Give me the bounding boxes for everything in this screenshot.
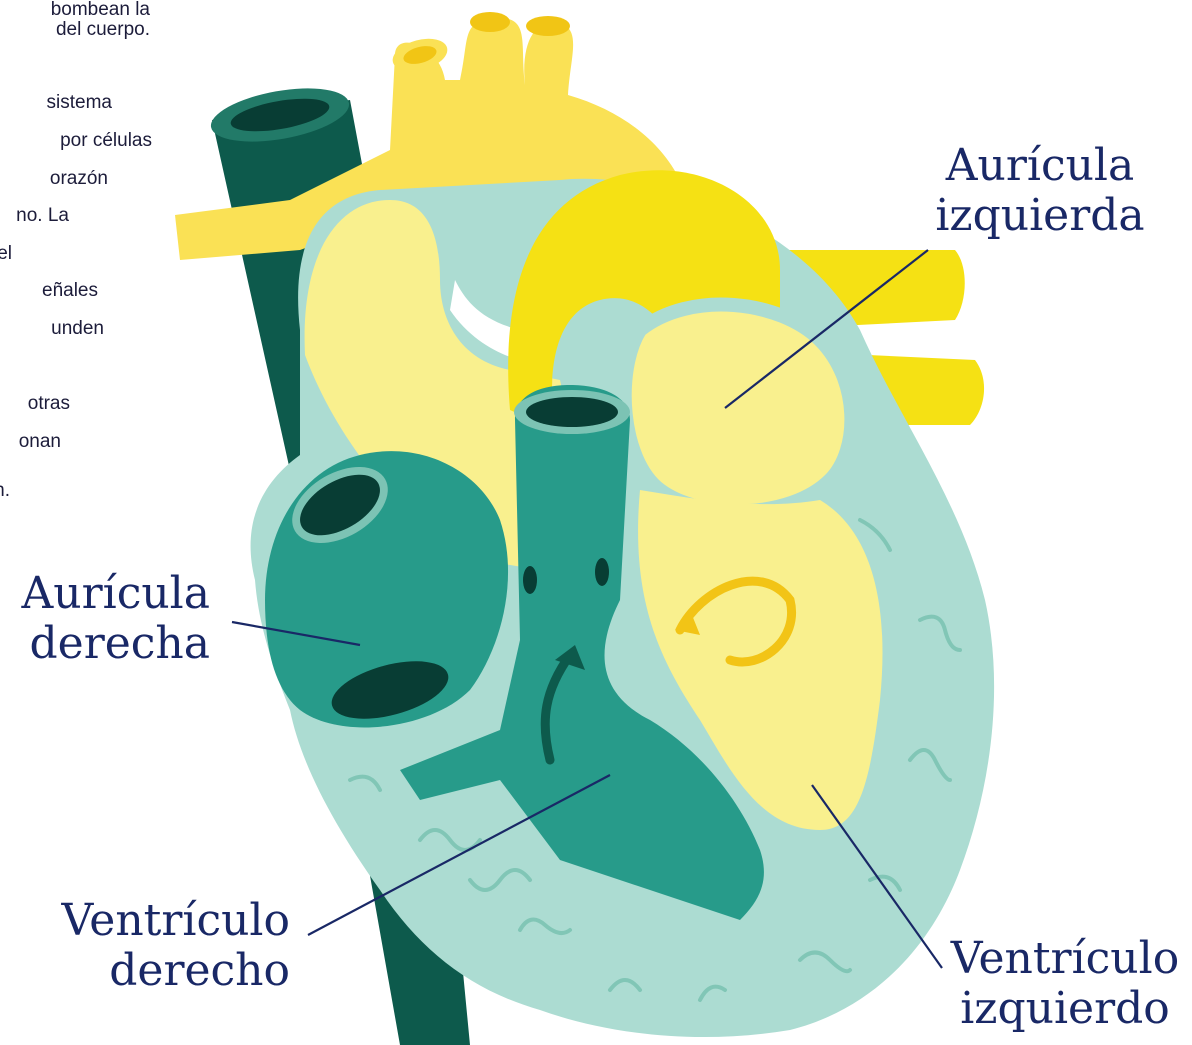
label-right-ventricle: Ventrículo derecho (50, 896, 290, 996)
label-right-atrium: Aurícula derecha (5, 569, 210, 669)
label-left-ventricle: Ventrículo izquierdo (945, 934, 1185, 1034)
label-left-atrium: Aurícula izquierda (930, 141, 1150, 241)
